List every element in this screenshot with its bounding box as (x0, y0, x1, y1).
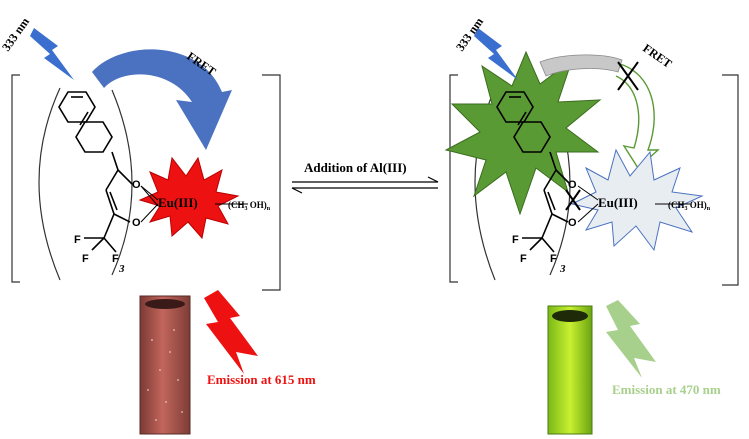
fret-arrow-left (92, 49, 232, 150)
coordination-bonds-right (577, 185, 690, 223)
fret-blocked-cross (617, 61, 639, 91)
oxygen-top-right: O (568, 179, 577, 191)
coordination-bonds-left (140, 185, 248, 223)
naphthalene-left (58, 91, 113, 153)
eu-starburst-red (138, 156, 240, 240)
emission-bolt-green (606, 300, 656, 378)
oxygen-bottom-left: O (132, 217, 141, 229)
left-complex: 3 333 nm FRET O O F F (0, 15, 281, 291)
fluorine-1-left: F (74, 234, 81, 246)
left-stoichiometry: 3 (118, 263, 125, 275)
left-paren-close (111, 89, 133, 276)
addition-label: Addition of Al(III) (304, 160, 407, 175)
emission-label-left: Emission at 615 nm (207, 372, 316, 387)
fluorine-3-right: F (550, 253, 557, 265)
green-cuvette (547, 305, 593, 435)
right-complex: 3 333 nm FRET (444, 15, 739, 286)
fret-label-right: FRET (640, 41, 674, 71)
oxygen-bottom-right: O (568, 217, 577, 229)
left-paren-open (38, 87, 61, 281)
fluorine-2-right: F (520, 253, 527, 265)
right-bracket-open (449, 74, 458, 283)
left-bracket-close (262, 74, 281, 291)
emission-label-right: Emission at 470 nm (612, 382, 721, 397)
equilibrium-arrows: Addition of Al(III) (291, 160, 439, 194)
green-starburst (444, 50, 602, 216)
eu-label-left: Eu(III) (158, 195, 198, 210)
solvent-right: (CH3 OH)n (668, 200, 711, 212)
fret-arrow-right-curve (615, 63, 660, 170)
fret-arrow-right (539, 54, 623, 77)
uv-bolt-left (30, 28, 74, 80)
uv-label-left: 333 nm (0, 15, 32, 54)
red-cuvette (139, 295, 191, 435)
right-stoichiometry: 3 (559, 263, 566, 275)
coordination-blocked-cross (565, 189, 581, 211)
eu-starburst-pale (570, 148, 704, 252)
fluorine-1-right: F (512, 234, 519, 246)
diketone-chain-right (522, 151, 571, 253)
uv-bolt-right (474, 28, 518, 80)
naphthalene-right (496, 91, 551, 153)
left-bracket-open (11, 74, 20, 283)
fluorine-2-left: F (82, 253, 89, 265)
right-bracket-close (722, 74, 739, 286)
emission-bolt-red (204, 290, 258, 374)
oxygen-top-left: O (132, 179, 141, 191)
fluorine-3-left: F (112, 253, 119, 265)
eu-label-right: Eu(III) (598, 195, 638, 210)
solvent-left: (CH3 OH)n (228, 200, 271, 212)
diketone-chain-left (84, 151, 133, 253)
